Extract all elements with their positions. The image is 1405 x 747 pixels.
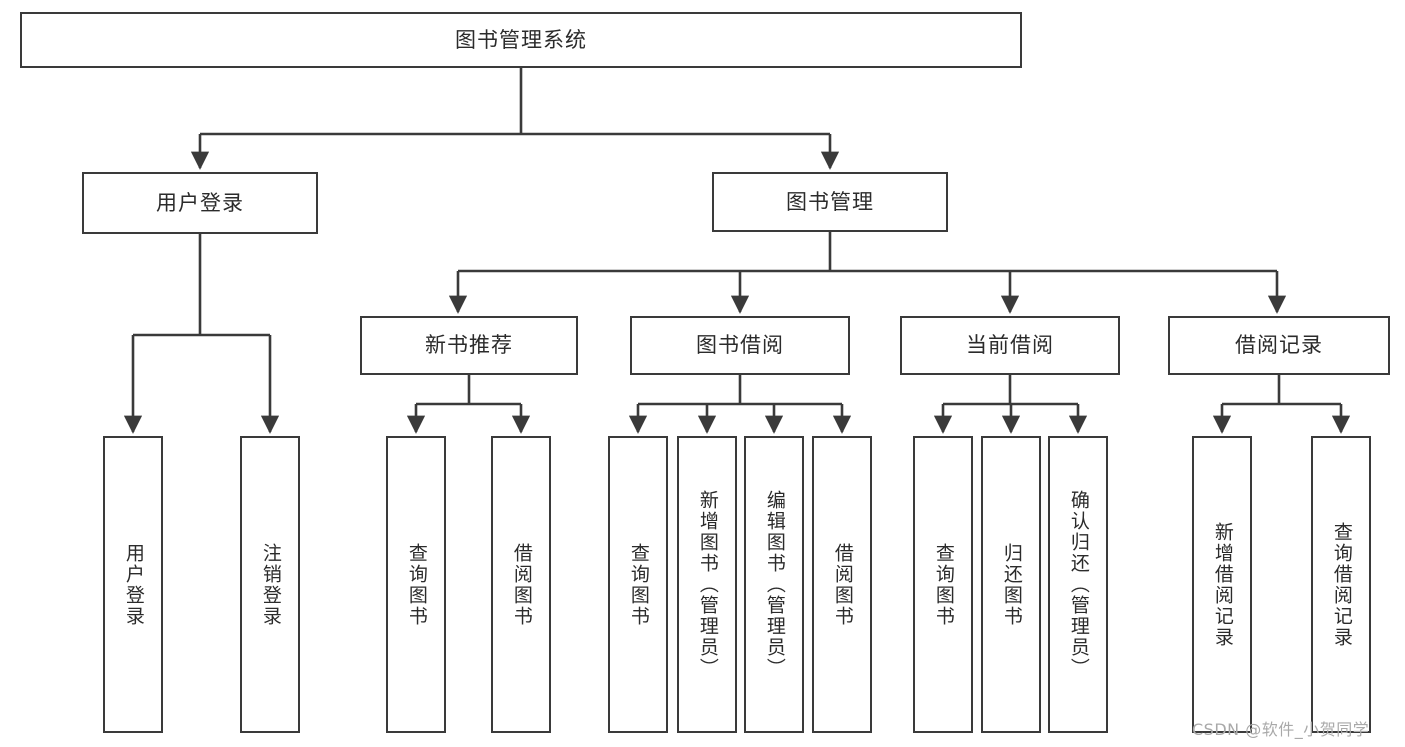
node-leaf-user-login[interactable]: 用户登录 xyxy=(103,436,163,733)
node-leaf-edit-book-label: 编辑图书（管理员） xyxy=(763,490,786,679)
node-leaf-query-book-b-label: 查询图书 xyxy=(627,542,650,627)
node-leaf-query-book-c[interactable]: 查询图书 xyxy=(913,436,973,733)
node-leaf-query-book-a[interactable]: 查询图书 xyxy=(386,436,446,733)
node-user-login-label: 用户登录 xyxy=(156,190,244,215)
node-current-borrow-label: 当前借阅 xyxy=(966,333,1054,358)
node-leaf-borrow-book-a-label: 借阅图书 xyxy=(510,542,533,627)
node-new-book-rec-label: 新书推荐 xyxy=(425,333,513,358)
node-leaf-edit-book[interactable]: 编辑图书（管理员） xyxy=(744,436,804,733)
node-book-borrow-label: 图书借阅 xyxy=(696,333,784,358)
node-leaf-borrow-book-b-label: 借阅图书 xyxy=(831,542,854,627)
node-leaf-return-book-label: 归还图书 xyxy=(1000,542,1023,627)
node-leaf-return-book[interactable]: 归还图书 xyxy=(981,436,1041,733)
node-current-borrow[interactable]: 当前借阅 xyxy=(900,316,1120,375)
node-root-label: 图书管理系统 xyxy=(455,27,587,52)
node-book-manage-label: 图书管理 xyxy=(786,189,874,214)
node-leaf-confirm-return-label: 确认归还（管理员） xyxy=(1067,490,1090,679)
node-leaf-logout[interactable]: 注销登录 xyxy=(240,436,300,733)
node-leaf-query-record-label: 查询借阅记录 xyxy=(1330,521,1353,648)
node-root[interactable]: 图书管理系统 xyxy=(20,12,1022,68)
node-leaf-user-login-label: 用户登录 xyxy=(122,542,145,627)
node-leaf-confirm-return[interactable]: 确认归还（管理员） xyxy=(1048,436,1108,733)
node-leaf-borrow-book-a[interactable]: 借阅图书 xyxy=(491,436,551,733)
node-leaf-query-book-a-label: 查询图书 xyxy=(405,542,428,627)
node-leaf-add-record[interactable]: 新增借阅记录 xyxy=(1192,436,1252,733)
node-leaf-add-book[interactable]: 新增图书（管理员） xyxy=(677,436,737,733)
node-leaf-query-book-c-label: 查询图书 xyxy=(932,542,955,627)
node-leaf-logout-label: 注销登录 xyxy=(259,542,282,627)
node-leaf-query-book-b[interactable]: 查询图书 xyxy=(608,436,668,733)
node-leaf-add-record-label: 新增借阅记录 xyxy=(1211,521,1234,648)
watermark: CSDN @软件_小贺同学 xyxy=(1192,720,1370,739)
node-leaf-add-book-label: 新增图书（管理员） xyxy=(696,490,719,679)
node-book-manage[interactable]: 图书管理 xyxy=(712,172,948,232)
node-leaf-query-record[interactable]: 查询借阅记录 xyxy=(1311,436,1371,733)
node-new-book-rec[interactable]: 新书推荐 xyxy=(360,316,578,375)
node-leaf-borrow-book-b[interactable]: 借阅图书 xyxy=(812,436,872,733)
node-book-borrow[interactable]: 图书借阅 xyxy=(630,316,850,375)
node-borrow-record[interactable]: 借阅记录 xyxy=(1168,316,1390,375)
node-user-login[interactable]: 用户登录 xyxy=(82,172,318,234)
node-borrow-record-label: 借阅记录 xyxy=(1235,333,1323,358)
